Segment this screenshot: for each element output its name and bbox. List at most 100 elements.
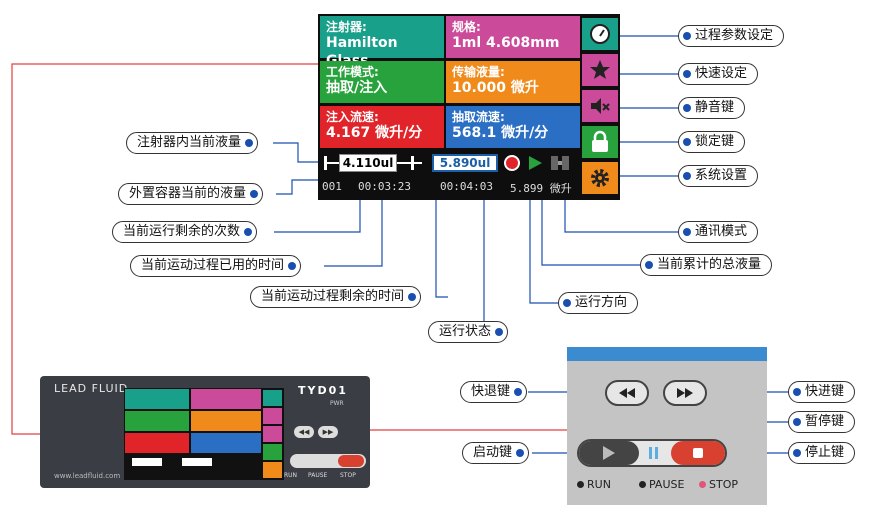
process-params-button[interactable] — [582, 18, 618, 50]
total-volume: 5.899 微升 — [510, 182, 572, 195]
mini-tile-teal — [125, 389, 189, 409]
spec-value: 1ml 4.608mm — [452, 35, 560, 51]
syringe-left-cap — [324, 156, 327, 170]
mute-button[interactable] — [582, 90, 618, 122]
callout-dot — [244, 228, 253, 236]
callout-text: 通讯模式 — [695, 224, 748, 239]
device-mini-screen — [124, 388, 284, 480]
callout-remaining-count: 当前运行剩余的次数 — [112, 221, 258, 243]
callout-dot — [245, 139, 254, 147]
inject-rate-value: 4.167 微升/分 — [326, 125, 423, 141]
control-panel: RUN PAUSE STOP — [567, 347, 767, 505]
device-stop-led: STOP — [340, 472, 356, 479]
external-volume-box: 5.890ul — [432, 154, 498, 172]
callout-dot — [495, 328, 504, 336]
callout-dot — [683, 228, 691, 236]
stop-led-label: STOP — [709, 478, 738, 491]
fast-forward-button[interactable] — [663, 380, 707, 406]
stop-led-dot — [699, 481, 706, 488]
callout-dot — [408, 293, 417, 301]
callout-dot — [288, 262, 297, 270]
stop-icon — [693, 448, 703, 458]
device-power-label: PWR — [330, 400, 344, 407]
callout-mute: 静音键 — [678, 97, 746, 119]
transfer-tile[interactable]: 传输液量: 10.000 微升 — [446, 61, 580, 103]
callout-text: 锁定键 — [695, 134, 735, 149]
syringe-line — [327, 162, 339, 164]
pump-screen: 注射器: Hamilton Glass 规格: 1ml 4.608mm 工作模式… — [318, 14, 620, 200]
pause-icon — [649, 447, 658, 459]
run-state-icon — [504, 155, 520, 171]
withdraw-rate-tile[interactable]: 抽取流速: 568.1 微升/分 — [446, 106, 580, 148]
device-brand: LEAD FLUID — [54, 382, 129, 395]
star-icon — [590, 60, 610, 79]
callout-dot — [514, 388, 523, 396]
callout-dot — [683, 70, 691, 78]
callout-quick-set: 快速设定 — [678, 63, 759, 85]
callout-text: 快进键 — [805, 384, 845, 399]
mute-speaker-icon — [591, 98, 610, 114]
callout-text: 快速设定 — [695, 66, 748, 81]
spec-tile[interactable]: 规格: 1ml 4.608mm — [446, 16, 580, 58]
mode-value: 抽取/注入 — [326, 80, 388, 96]
transfer-value: 10.000 微升 — [452, 80, 539, 96]
callout-lock: 锁定键 — [678, 131, 746, 153]
callout-direction: 运行方向 — [558, 292, 639, 314]
mini-external-box — [182, 458, 212, 466]
callout-dot — [683, 104, 691, 112]
callout-comm-mode: 通讯模式 — [678, 221, 759, 243]
gauge-icon — [590, 24, 610, 44]
callout-total-volume: 当前累计的总液量 — [640, 254, 773, 276]
callout-dot — [793, 418, 801, 426]
callout-dot — [563, 299, 571, 307]
spec-label: 规格: — [452, 20, 481, 34]
callout-text: 当前累计的总液量 — [657, 257, 762, 272]
direction-arrow-icon — [529, 156, 542, 170]
mode-label: 工作模式: — [326, 65, 379, 79]
quick-set-button[interactable] — [582, 54, 618, 86]
mini-tile-green — [125, 411, 189, 431]
pump-device: LEAD FLUID TYD01 PWR ◀◀ ▶▶ www.leadfluid… — [40, 376, 370, 488]
syringe-tile[interactable]: 注射器: Hamilton Glass — [320, 16, 444, 69]
remaining-time: 00:04:03 — [440, 180, 493, 193]
callout-text: 注射器内当前液量 — [137, 135, 242, 150]
callout-dot — [793, 449, 801, 457]
callout-start: 启动键 — [462, 442, 530, 464]
stop-button[interactable] — [671, 441, 725, 465]
callout-dot — [516, 449, 525, 457]
syringe-label: 注射器: — [326, 20, 367, 34]
withdraw-rate-value: 568.1 微升/分 — [452, 125, 549, 141]
lock-button[interactable] — [582, 126, 618, 158]
callout-external-volume: 外置容器当前的液量 — [118, 183, 264, 205]
start-button[interactable] — [579, 441, 639, 465]
pause-button[interactable] — [643, 443, 665, 463]
mini-side-5 — [263, 462, 282, 478]
mini-side-3 — [263, 426, 282, 442]
device-fast-back-button[interactable]: ◀◀ — [294, 426, 314, 438]
mode-tile[interactable]: 工作模式: 抽取/注入 — [320, 61, 444, 103]
system-settings-button[interactable] — [582, 162, 618, 194]
callout-dot — [645, 261, 653, 269]
pause-led-dot — [639, 481, 646, 488]
device-fast-forward-button[interactable]: ▶▶ — [318, 426, 338, 438]
callout-remaining-time: 当前运动过程剩余的时间 — [250, 286, 422, 308]
callout-stop: 停止键 — [788, 442, 856, 464]
time-row: 001 00:03:23 00:04:03 5.899 微升 — [320, 180, 582, 196]
remaining-count: 001 — [322, 180, 342, 193]
panel-band — [567, 347, 767, 361]
callout-text: 系统设置 — [695, 168, 748, 183]
callout-dot — [793, 388, 801, 396]
elapsed-time: 00:03:23 — [358, 180, 411, 193]
plunger-cap — [411, 156, 414, 170]
callout-run-state: 运行状态 — [428, 321, 509, 343]
callout-fast-forward: 快进键 — [788, 381, 856, 403]
device-stop-button[interactable] — [338, 455, 364, 467]
callout-dot — [683, 138, 691, 146]
callout-text: 启动键 — [473, 445, 513, 460]
inject-rate-tile[interactable]: 注入流速: 4.167 微升/分 — [320, 106, 444, 148]
callout-text: 快退键 — [471, 384, 511, 399]
fast-back-button[interactable] — [605, 380, 649, 406]
run-led-dot — [577, 481, 584, 488]
callout-text: 过程参数设定 — [695, 28, 774, 43]
mini-volume-box — [132, 458, 162, 466]
